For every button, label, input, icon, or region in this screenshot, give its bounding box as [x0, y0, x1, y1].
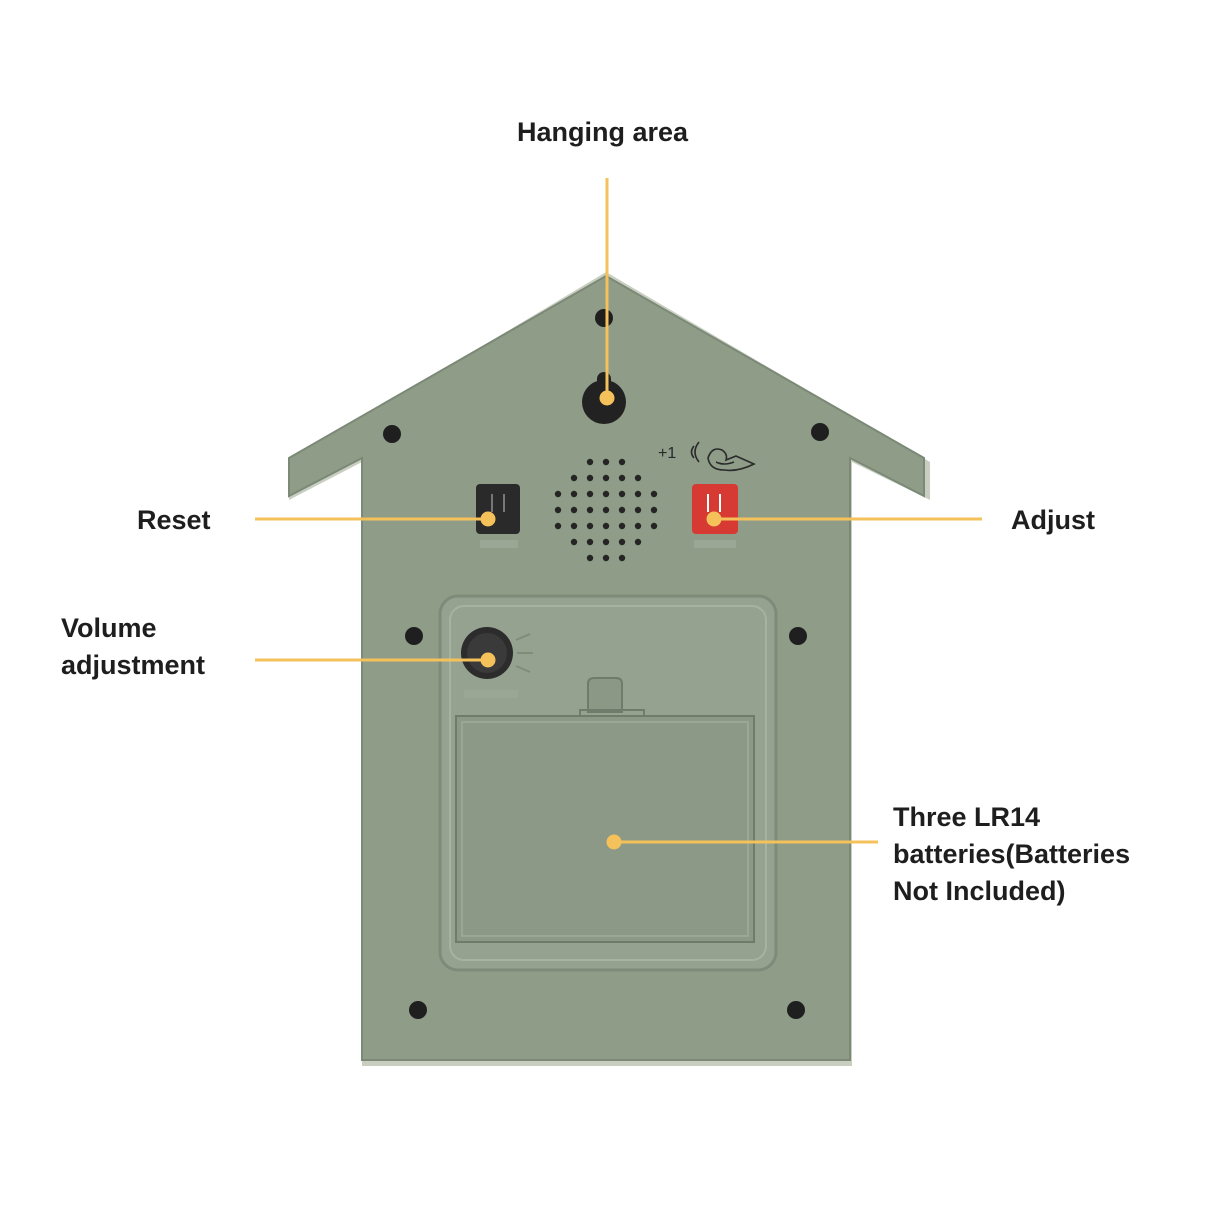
speaker-hole — [634, 522, 642, 530]
speaker-hole — [618, 506, 626, 514]
speaker-hole — [602, 474, 610, 482]
battery-label: Three LR14 batteries(Batteries Not Inclu… — [893, 799, 1130, 910]
speaker-hole — [634, 506, 642, 514]
volume-label-line2: adjustment — [61, 650, 206, 680]
volume-leader-dot — [480, 652, 496, 668]
volume-label-line1: Volume — [61, 613, 157, 643]
hanging-leader-dot — [599, 390, 615, 406]
speaker-hole — [602, 538, 610, 546]
speaker-grille — [554, 458, 658, 562]
battery-label-line3: Not Included) — [893, 876, 1066, 906]
speaker-hole — [618, 522, 626, 530]
sound-wave-icon — [690, 441, 700, 463]
speaker-hole — [570, 474, 578, 482]
battery-leader-dot — [606, 834, 622, 850]
speaker-hole — [618, 554, 626, 562]
speaker-hole — [554, 522, 562, 530]
speaker-hole — [602, 522, 610, 530]
speaker-hole — [650, 490, 658, 498]
speaker-hole — [618, 490, 626, 498]
screw-hole — [787, 1001, 805, 1019]
reset-leader-dot — [480, 511, 496, 527]
speaker-hole — [634, 538, 642, 546]
speaker-hole — [634, 474, 642, 482]
speaker-hole — [618, 474, 626, 482]
adjust-button[interactable] — [692, 484, 738, 548]
speaker-hole — [586, 474, 594, 482]
battery-label-line1: Three LR14 — [893, 802, 1041, 832]
speaker-hole — [618, 538, 626, 546]
battery-cover[interactable] — [455, 677, 755, 943]
speaker-hole — [618, 458, 626, 466]
speaker-hole — [586, 506, 594, 514]
speaker-hole — [570, 490, 578, 498]
speaker-hole — [634, 490, 642, 498]
speaker-hole — [554, 490, 562, 498]
speaker-hole — [570, 538, 578, 546]
screw-hole — [405, 627, 423, 645]
speaker-hole — [602, 490, 610, 498]
speaker-hole — [554, 506, 562, 514]
speaker-hole — [602, 458, 610, 466]
bird-icon — [707, 448, 756, 472]
reset-label: Reset — [137, 505, 211, 535]
volume-adjustment-label: Volume adjustment — [61, 610, 205, 684]
speaker-hole — [586, 490, 594, 498]
adjust-label: Adjust — [1011, 505, 1095, 535]
speaker-hole — [586, 522, 594, 530]
speaker-hole — [570, 506, 578, 514]
speaker-hole — [602, 554, 610, 562]
chime-hour-text: +1 — [658, 445, 676, 462]
speaker-hole — [650, 506, 658, 514]
adjust-leader-dot — [706, 511, 722, 527]
screw-hole — [595, 309, 613, 327]
speaker-hole — [586, 458, 594, 466]
speaker-hole — [602, 506, 610, 514]
battery-label-line2: batteries(Batteries — [893, 839, 1131, 869]
leader-lines — [255, 178, 982, 850]
speaker-hole — [570, 522, 578, 530]
speaker-hole — [586, 554, 594, 562]
screw-hole — [789, 627, 807, 645]
speaker-hole — [586, 538, 594, 546]
hanging-area-label: Hanging area — [517, 117, 689, 147]
screw-hole — [409, 1001, 427, 1019]
screw-hole — [811, 423, 829, 441]
speaker-hole — [650, 522, 658, 530]
screw-hole — [383, 425, 401, 443]
